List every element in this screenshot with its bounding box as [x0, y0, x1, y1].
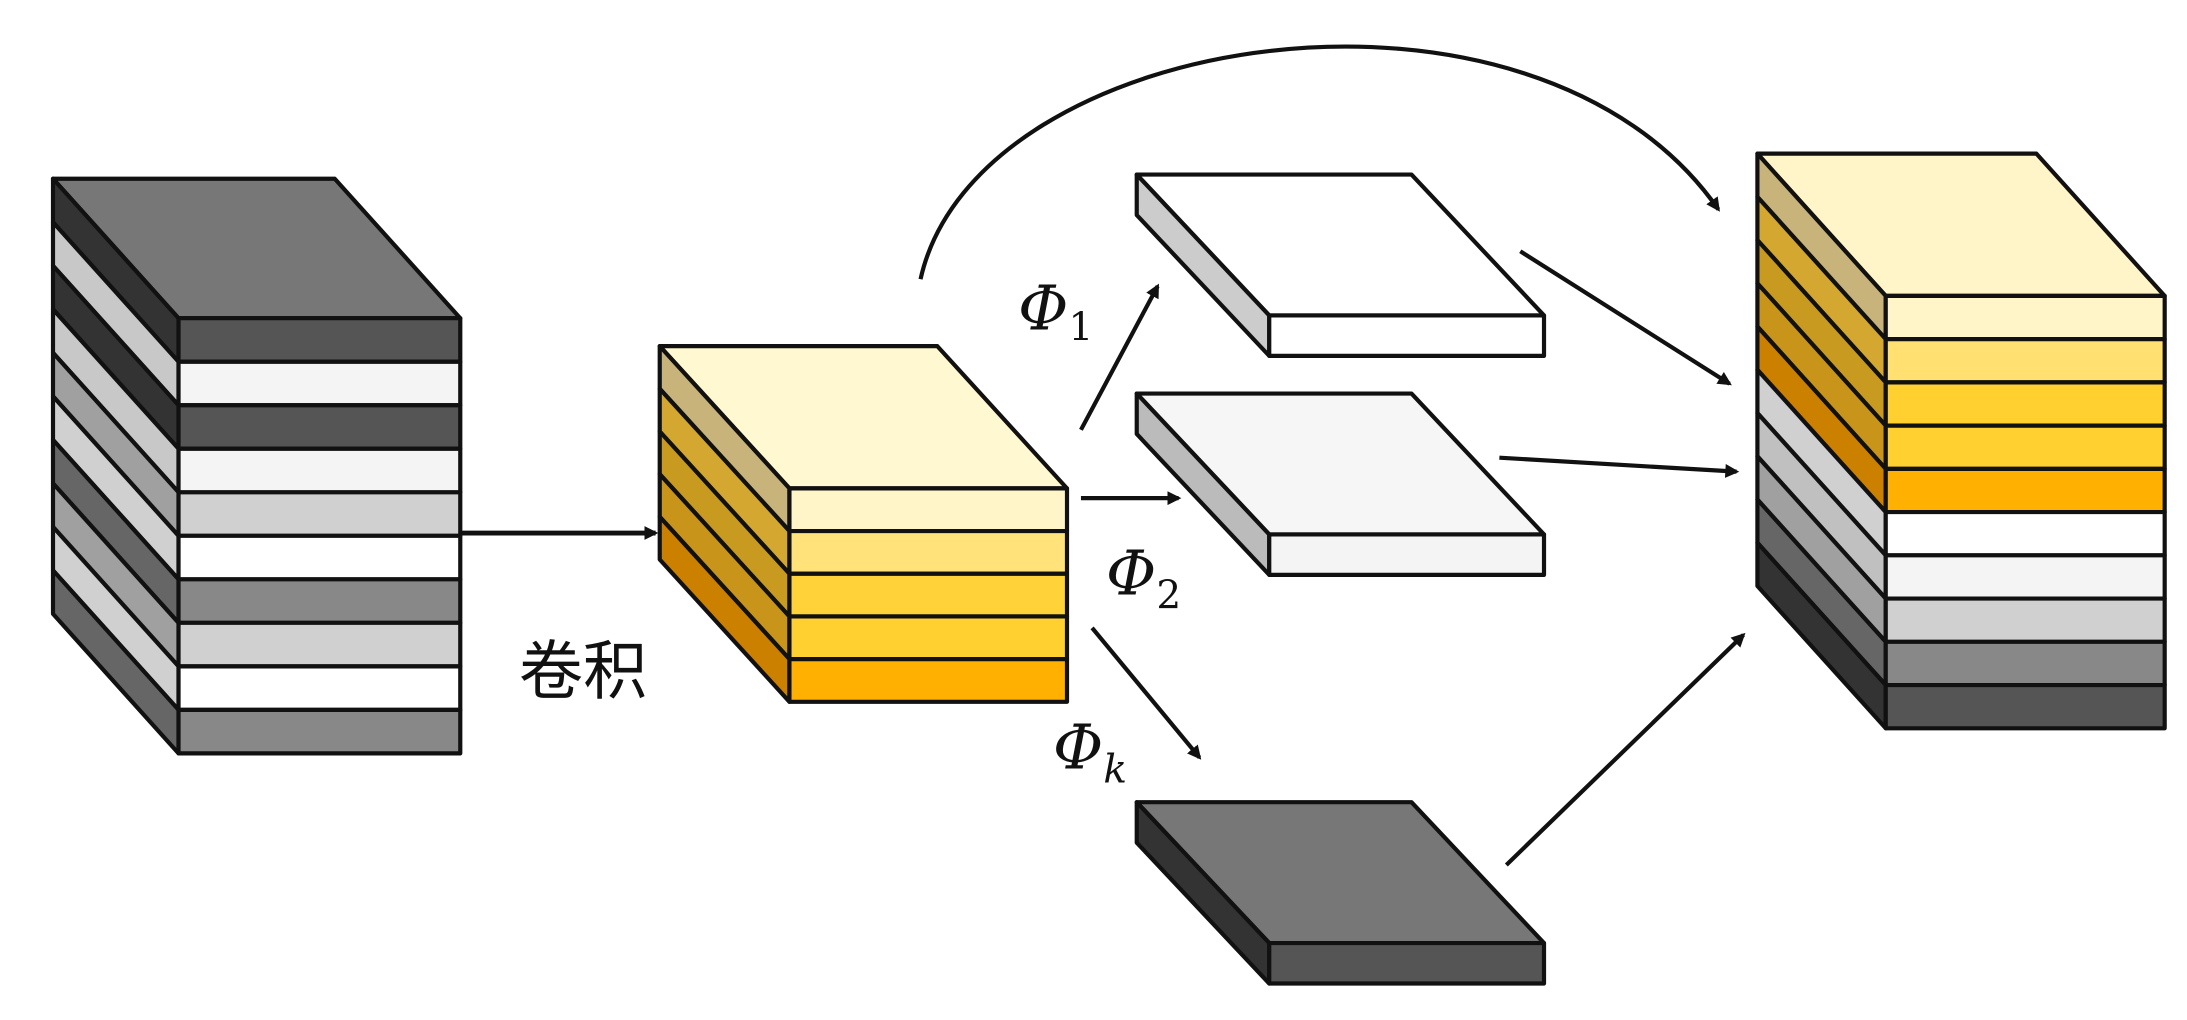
conv-feature-block	[657, 344, 1070, 704]
block-front-layer	[176, 664, 463, 712]
input-feature-block	[50, 176, 463, 756]
block-front-layer	[787, 486, 1070, 534]
arrow-identity-curve	[918, 44, 1721, 280]
block-front-layer	[176, 707, 463, 756]
ghost-slice-2	[1134, 391, 1547, 577]
phi2-label: Φ2	[1106, 538, 1181, 618]
block-front-layer	[176, 577, 463, 625]
block-front-layer	[787, 571, 1070, 619]
arrow-phik	[1090, 626, 1202, 760]
output-feature-block	[1755, 151, 2167, 731]
phik-label: Φk	[1053, 713, 1127, 793]
block-front-layer	[176, 490, 463, 538]
block-front-layer	[1883, 553, 2167, 601]
block-front-layer	[1267, 532, 1547, 577]
block-front-layer	[1883, 380, 2167, 428]
block-front-layer	[176, 316, 463, 364]
block-front-layer	[176, 446, 463, 495]
block-front-layer	[1267, 940, 1547, 986]
block-front-layer	[787, 528, 1070, 576]
arrow-slice2-out	[1499, 455, 1740, 478]
block-front-layer	[1883, 682, 2167, 731]
block-front-layer	[1883, 293, 2167, 342]
conv-label: 卷积	[519, 634, 647, 709]
block-front-layer	[176, 620, 463, 669]
arrow-slice1-out	[1519, 249, 1732, 386]
block-front-layer	[1883, 596, 2167, 644]
block-front-layer	[1883, 423, 2167, 471]
block-front-layer	[176, 403, 463, 451]
block-front-layer	[1267, 313, 1547, 358]
block-front-layer	[1883, 337, 2167, 385]
arrow-phi1	[1079, 283, 1160, 431]
block-front-layer	[1883, 509, 2167, 558]
block-front-layer	[176, 359, 463, 408]
block-front-layer	[1883, 639, 2167, 688]
block-front-layer	[787, 657, 1070, 704]
ghost-slice-k	[1134, 800, 1547, 986]
block-front-layer	[1883, 466, 2167, 515]
ghost-slice-1	[1134, 172, 1547, 358]
block-front-layer	[176, 533, 463, 582]
block-front-layer	[787, 614, 1070, 662]
phi1-label: Φ1	[1018, 273, 1093, 350]
arrow-slicek-out	[1504, 632, 1746, 867]
